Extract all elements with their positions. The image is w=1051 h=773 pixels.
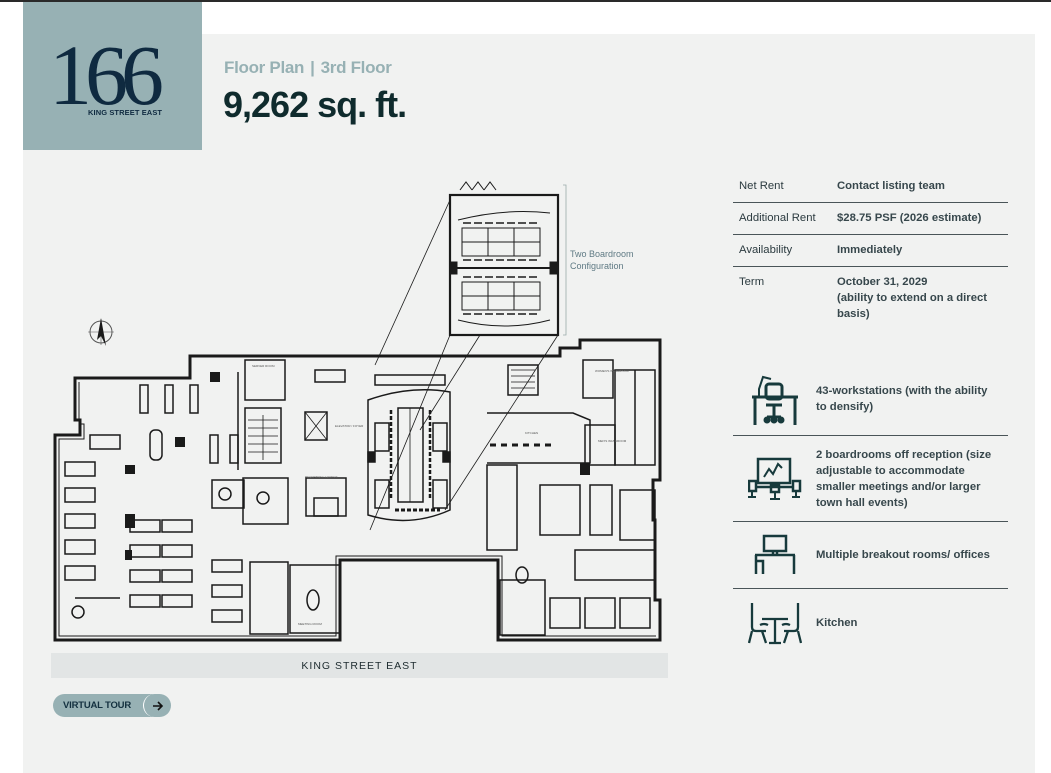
- svg-text:MEN'S WASHROOM: MEN'S WASHROOM: [598, 439, 627, 443]
- workstation-icon: [733, 373, 816, 425]
- virtual-tour-button[interactable]: VIRTUAL TOUR: [53, 694, 171, 717]
- feature-text: Multiple breakout rooms/ offices: [816, 549, 990, 561]
- spec-row-term: Term October 31, 2029 (ability to extend…: [733, 267, 1008, 330]
- street-label: KING STREET EAST: [301, 659, 418, 672]
- spec-row-availability: Availability Immediately: [733, 235, 1008, 267]
- building-logo: 166 KING STREET EAST: [23, 2, 202, 150]
- svg-text:SERVER ROOM: SERVER ROOM: [252, 364, 275, 368]
- feature-breakout-rooms: Multiple breakout rooms/ offices: [733, 522, 1008, 589]
- svg-text:MEETING ROOM: MEETING ROOM: [298, 622, 322, 626]
- spec-value: Immediately: [837, 244, 903, 256]
- feature-text: 43-workstations (with the ability to den…: [816, 384, 988, 413]
- workstations-west: [64, 372, 243, 623]
- area-title: 9,262 sq. ft.: [223, 84, 407, 125]
- spec-value: $28.75 PSF (2026 estimate): [837, 212, 982, 224]
- svg-text:RECEPTION / LOUNGE: RECEPTION / LOUNGE: [305, 475, 338, 479]
- floor-plan-subtitle: Floor Plan | 3rd Floor: [224, 58, 392, 78]
- feature-workstations: 43-workstations (with the ability to den…: [733, 362, 1008, 436]
- kitchen-area: [486, 359, 656, 636]
- north-arrow-icon: [88, 318, 114, 346]
- spec-value: Contact listing team: [837, 180, 945, 192]
- inset-label-line2: Configuration: [570, 261, 624, 271]
- svg-text:KITCHEN: KITCHEN: [525, 431, 538, 435]
- page-background: [23, 34, 1035, 773]
- boardroom-icon: [733, 457, 816, 501]
- svg-text:WOMEN'S WASHROOM: WOMEN'S WASHROOM: [595, 369, 629, 373]
- feature-boardrooms: 2 boardrooms off reception (size adjusta…: [733, 436, 1008, 522]
- kitchen-table-icon: [733, 601, 816, 645]
- logo-number: 166: [49, 27, 164, 123]
- inset-label-line1: Two Boardroom: [570, 249, 634, 259]
- floor-label: 3rd Floor: [320, 58, 392, 77]
- subtitle-separator: |: [310, 58, 315, 77]
- arrow-right-icon: [143, 694, 171, 717]
- spec-row-net-rent: Net Rent Contact listing team: [733, 171, 1008, 203]
- logo-street: KING STREET EAST: [88, 108, 163, 117]
- floor-plan-label: Floor Plan: [224, 58, 305, 77]
- spec-label: Availability: [739, 244, 793, 256]
- features-list: 43-workstations (with the ability to den…: [733, 362, 1008, 657]
- svg-text:ELEVATOR / FOYER: ELEVATOR / FOYER: [335, 424, 364, 428]
- lease-specs-table: Net Rent Contact listing team Additional…: [733, 171, 1008, 330]
- service-core: [244, 359, 347, 517]
- term-date: October 31, 2029: [837, 276, 928, 288]
- floor-plan-drawing: SERVER ROOM ELEVATOR / FOYER RECEPTION /…: [53, 181, 662, 642]
- virtual-tour-label: VIRTUAL TOUR: [63, 700, 131, 711]
- office-desk-icon: [733, 534, 816, 576]
- term-note: (ability to extend on a direct basis): [837, 292, 988, 320]
- spec-label: Net Rent: [739, 180, 784, 192]
- feature-text: 2 boardrooms off reception (size adjusta…: [816, 448, 992, 509]
- meeting-rooms: [211, 477, 341, 635]
- spec-label: Term: [739, 276, 765, 288]
- building-outline: [53, 338, 662, 642]
- main-boardroom: [367, 374, 451, 522]
- spec-row-additional-rent: Additional Rent $28.75 PSF (2026 estimat…: [733, 203, 1008, 235]
- boardroom-inset: [369, 181, 567, 531]
- spec-value: October 31, 2029 (ability to extend on a…: [837, 274, 1008, 322]
- feature-kitchen: Kitchen: [733, 589, 1008, 657]
- spec-label: Additional Rent: [739, 212, 816, 224]
- feature-text: Kitchen: [816, 617, 858, 629]
- top-rule: [0, 0, 1051, 2]
- street-label-bar: KING STREET EAST: [51, 653, 668, 678]
- boardroom-inset-label: Two Boardroom Configuration: [570, 248, 634, 272]
